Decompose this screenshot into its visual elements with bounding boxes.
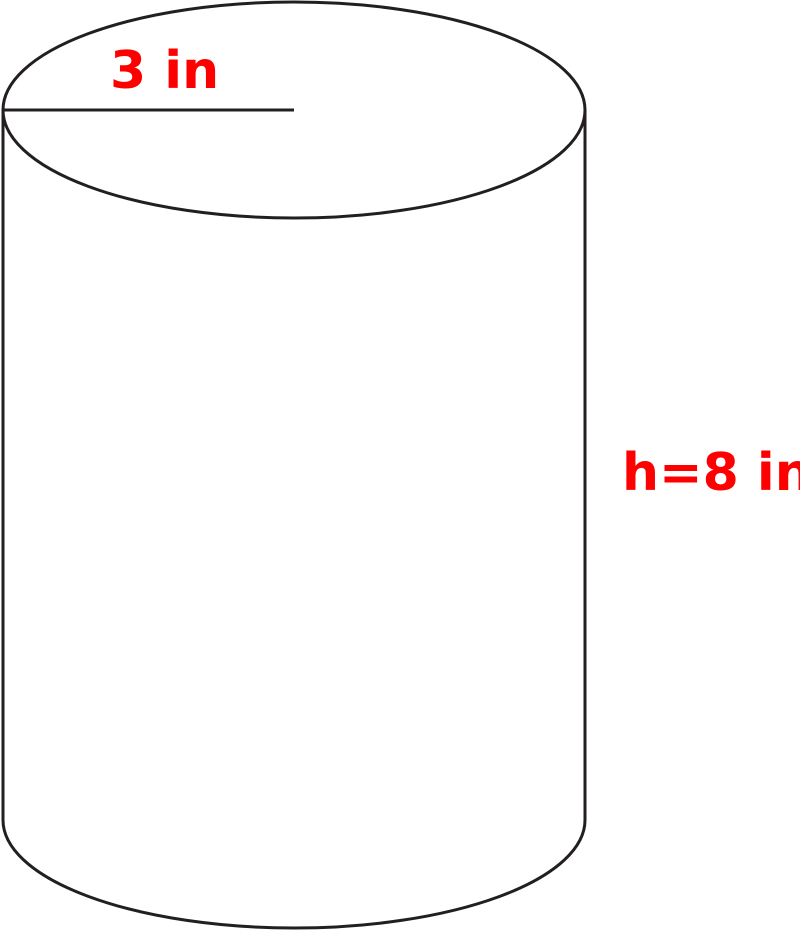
- radius-label: 3 in: [110, 41, 219, 101]
- height-label: h=8 in: [622, 443, 800, 503]
- cylinder-bottom-arc: [1, 819, 587, 930]
